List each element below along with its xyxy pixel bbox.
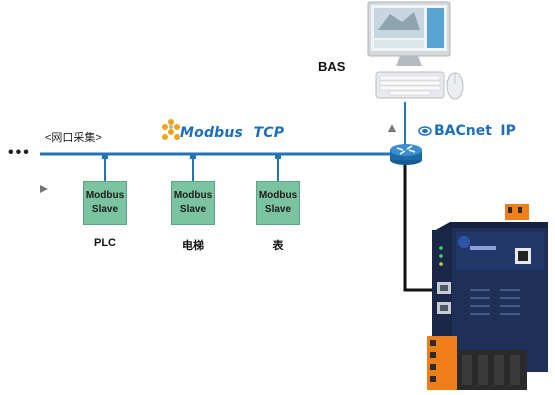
arrow-up-icon bbox=[388, 124, 396, 132]
bacnet-ip-title: BACnet IP bbox=[434, 122, 516, 140]
modbus-tcp-title: Modbus TCP bbox=[180, 124, 284, 142]
router-icon bbox=[390, 144, 422, 165]
modbus-logo-icon bbox=[162, 119, 180, 140]
modbus-slave-elevator: Modbus Slave bbox=[171, 181, 215, 225]
device-label-meter: 表 bbox=[272, 240, 284, 252]
bacnet-ip-suffix: IP bbox=[500, 123, 516, 139]
ellipsis-more-indicator: ••• bbox=[8, 144, 31, 161]
slave-line2: Slave bbox=[91, 204, 119, 215]
slave-line1: Modbus bbox=[258, 190, 298, 201]
slave-line1: Modbus bbox=[85, 190, 125, 201]
slave-line1: Modbus bbox=[173, 190, 213, 201]
modbus-tcp-suffix: TCP bbox=[253, 125, 285, 141]
bacnet-logo-icon bbox=[418, 126, 432, 136]
modbus-brand-text: Modbus bbox=[180, 125, 244, 141]
router-to-gateway-cable bbox=[403, 164, 442, 292]
bas-label: BAS bbox=[318, 59, 346, 74]
tap-node-meter bbox=[275, 153, 281, 159]
bas-computer-icon bbox=[367, 1, 464, 100]
tap-node-elevator bbox=[190, 153, 196, 159]
modbus-slave-meter: Modbus Slave bbox=[256, 181, 300, 225]
bus-collection-label: <网口采集> bbox=[45, 132, 102, 144]
slave-line2: Slave bbox=[179, 204, 207, 215]
modbus-slave-plc: Modbus Slave bbox=[83, 181, 127, 225]
protocol-gateway-device-icon bbox=[427, 204, 548, 390]
device-label-plc: PLC bbox=[94, 237, 116, 249]
tap-node-plc bbox=[102, 153, 108, 159]
arrow-right-icon bbox=[40, 185, 48, 193]
slave-line2: Slave bbox=[264, 204, 292, 215]
device-label-elevator: 电梯 bbox=[182, 240, 204, 252]
bacnet-brand-text: BACnet bbox=[434, 123, 492, 139]
